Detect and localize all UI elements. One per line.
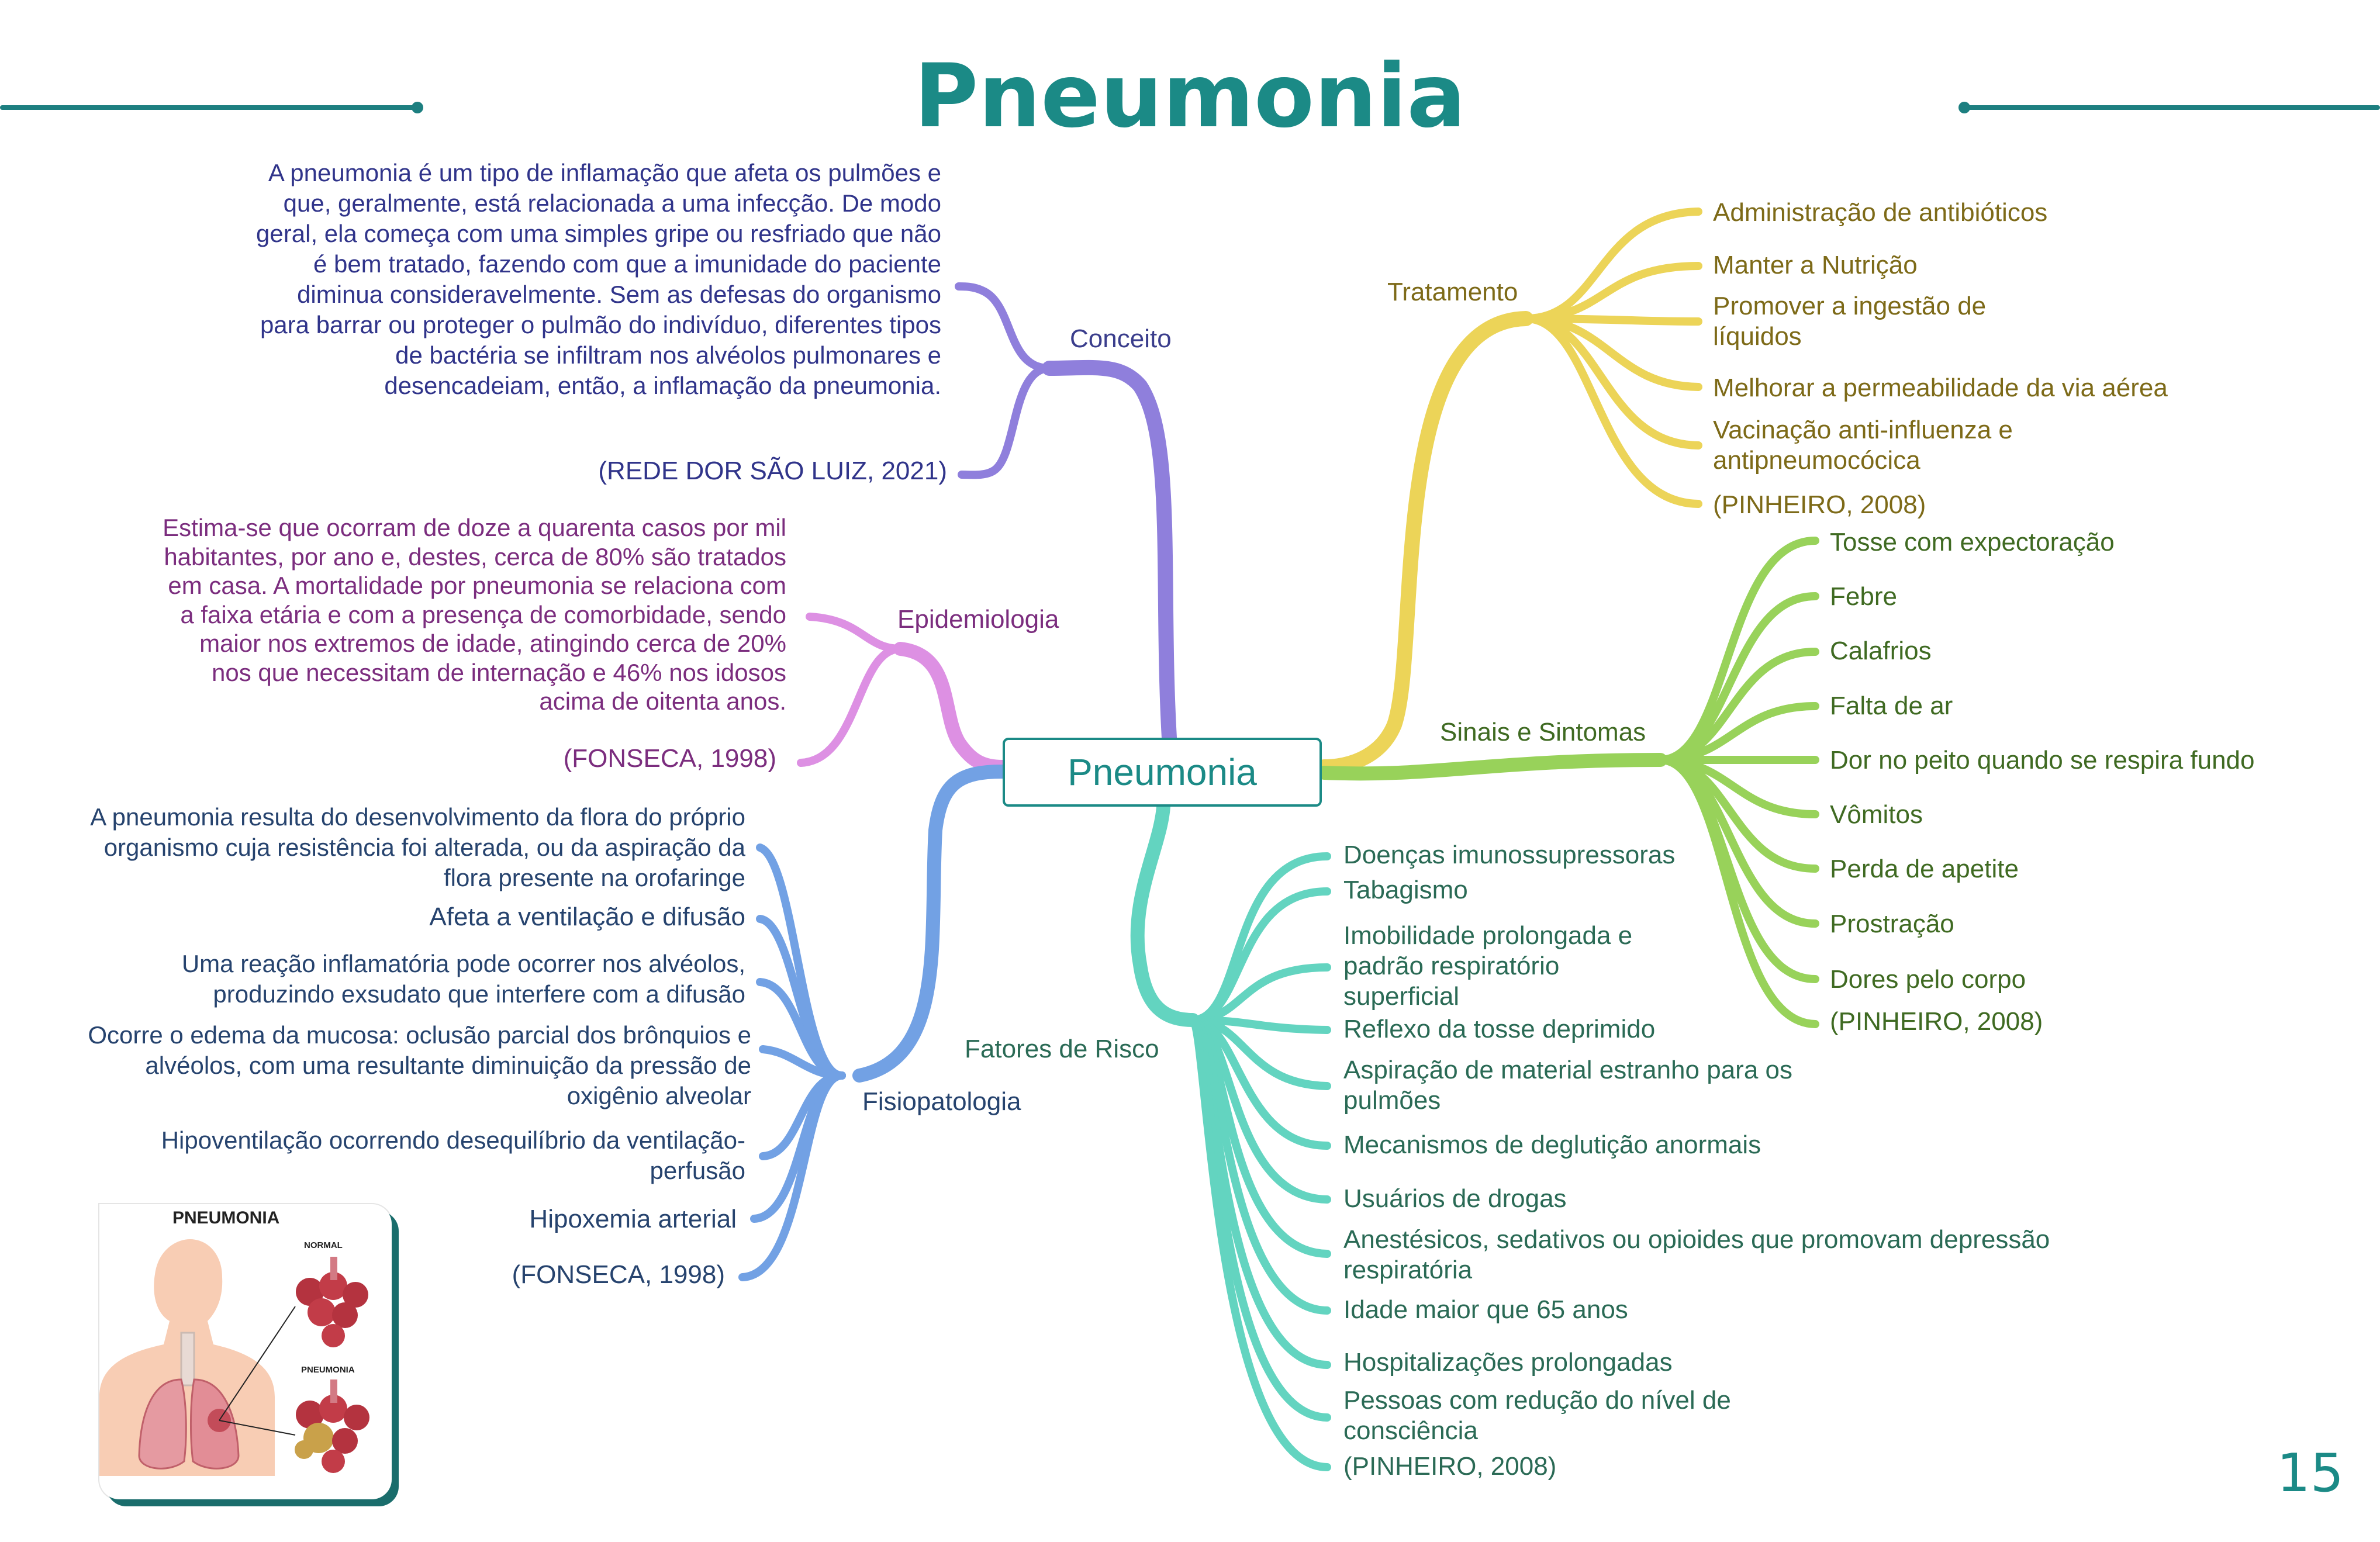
branch-label-conceito: Conceito [1070, 324, 1172, 353]
trachea [180, 1332, 195, 1387]
pneumonia-illustration: PNEUMONIA NORMAL PNE [99, 1204, 392, 1499]
sinais-item: Tosse com expectoração [1830, 528, 2115, 556]
sinais-connectors [1317, 537, 1819, 1028]
pneumonia-alveoli [295, 1379, 369, 1473]
fatores-ref: (PINHEIRO, 2008) [1343, 1452, 1557, 1481]
sinais-item: Calafrios [1830, 637, 1932, 665]
page-title: Pneumonia [914, 46, 1466, 147]
header-rule-left [0, 105, 420, 110]
label-normal: NORMAL [304, 1240, 343, 1250]
fatores-connectors [1130, 800, 1331, 1471]
illustration-title: PNEUMONIA [172, 1208, 279, 1228]
fisiopatologia-item: Hipoventilação ocorrendo desequilíbrio d… [161, 1126, 745, 1184]
sinais-item: Falta de ar [1830, 692, 1953, 720]
fisiopatologia-item: A pneumonia resulta do desenvolvimento d… [90, 803, 745, 891]
header-rule-right-dot [1958, 102, 1970, 113]
label-pneumonia: PNEUMONIA [301, 1365, 355, 1375]
tratamento-item: Manter a Nutrição [1713, 251, 1918, 279]
header-rule-right [1964, 105, 2380, 110]
fatores-item: Aspiração de material estranho para os p… [1343, 1056, 1792, 1115]
fatores-item: Anestésicos, sedativos ou opioides que p… [1343, 1225, 2050, 1284]
branch-label-fisiopatologia: Fisiopatologia [862, 1087, 1021, 1116]
fisiopatologia-item: Hipoxemia arterial [529, 1205, 737, 1233]
fisiopatologia-item: Uma reação inflamatória pode ocorrer nos… [181, 950, 745, 1008]
fisiopatologia-ref: (FONSECA, 1998) [512, 1260, 725, 1289]
fatores-item: Imobilidade prolongada e padrão respirat… [1343, 921, 1633, 1011]
sinais-item: Perda de apetite [1830, 855, 2019, 883]
left-lung [138, 1378, 187, 1470]
epidemiologia-connectors [797, 613, 1010, 774]
sinais-item: Dor no peito quando se respira fundo [1830, 746, 2255, 775]
conceito-text: A pneumonia é um tipo de inflamação que … [256, 159, 941, 399]
sinais-item: Vômitos [1830, 800, 1923, 829]
tratamento-connectors [1317, 208, 1702, 775]
fatores-item: Hospitalizações prolongadas [1343, 1348, 1673, 1377]
fatores-item: Tabagismo [1343, 876, 1468, 904]
sinais-item: Febre [1830, 582, 1897, 611]
branch-label-epidemiologia: Epidemiologia [897, 605, 1059, 634]
epidemiologia-text: Estima-se que ocorram de doze a quarenta… [163, 514, 786, 715]
tratamento-item: Vacinação anti-influenza e antipneumocóc… [1713, 416, 2013, 475]
tratamento-item: Promover a ingestão de líquidos [1713, 292, 1987, 351]
center-node: Pneumonia [1003, 738, 1322, 807]
tratamento-item: Melhorar a permeabilidade da via aérea [1713, 374, 2168, 402]
sinais-item: Dores pelo corpo [1830, 965, 2026, 994]
epidemiologia-ref: (FONSECA, 1998) [563, 744, 776, 773]
fatores-item: Reflexo da tosse deprimido [1343, 1015, 1656, 1043]
header-rule-left-dot [412, 102, 423, 113]
conceito-ref: (REDE DOR SÃO LUIZ, 2021) [598, 457, 947, 485]
conceito-connectors [955, 282, 1177, 745]
page-number: 15 [2277, 1443, 2344, 1504]
fisiopatologia-item: Afeta a ventilação e difusão [429, 903, 745, 931]
tratamento-ref: (PINHEIRO, 2008) [1713, 490, 1926, 519]
fatores-item: Idade maior que 65 anos [1343, 1295, 1628, 1324]
branch-label-fatores: Fatores de Risco [965, 1035, 1159, 1063]
normal-alveoli [296, 1257, 368, 1347]
sinais-ref: (PINHEIRO, 2008) [1830, 1007, 2043, 1036]
sinais-item: Prostração [1830, 910, 1954, 938]
fatores-item: Usuários de drogas [1343, 1184, 1567, 1213]
fatores-item: Mecanismos de deglutição anormais [1343, 1130, 1761, 1159]
fatores-item: Pessoas com redução do nível de consciên… [1343, 1386, 1731, 1445]
branch-label-tratamento: Tratamento [1387, 278, 1518, 306]
tratamento-item: Administração de antibióticos [1713, 198, 2048, 227]
fatores-item: Doenças imunossupressoras [1343, 841, 1676, 869]
lungs-illustration-graphic: PNEUMONIA NORMAL PNE [99, 1208, 369, 1476]
fisiopatologia-item: Ocorre o edema da mucosa: oclusão parcia… [88, 1021, 751, 1109]
branch-label-sinais: Sinais e Sintomas [1440, 718, 1646, 746]
fisiopatologia-connectors [738, 765, 1010, 1281]
